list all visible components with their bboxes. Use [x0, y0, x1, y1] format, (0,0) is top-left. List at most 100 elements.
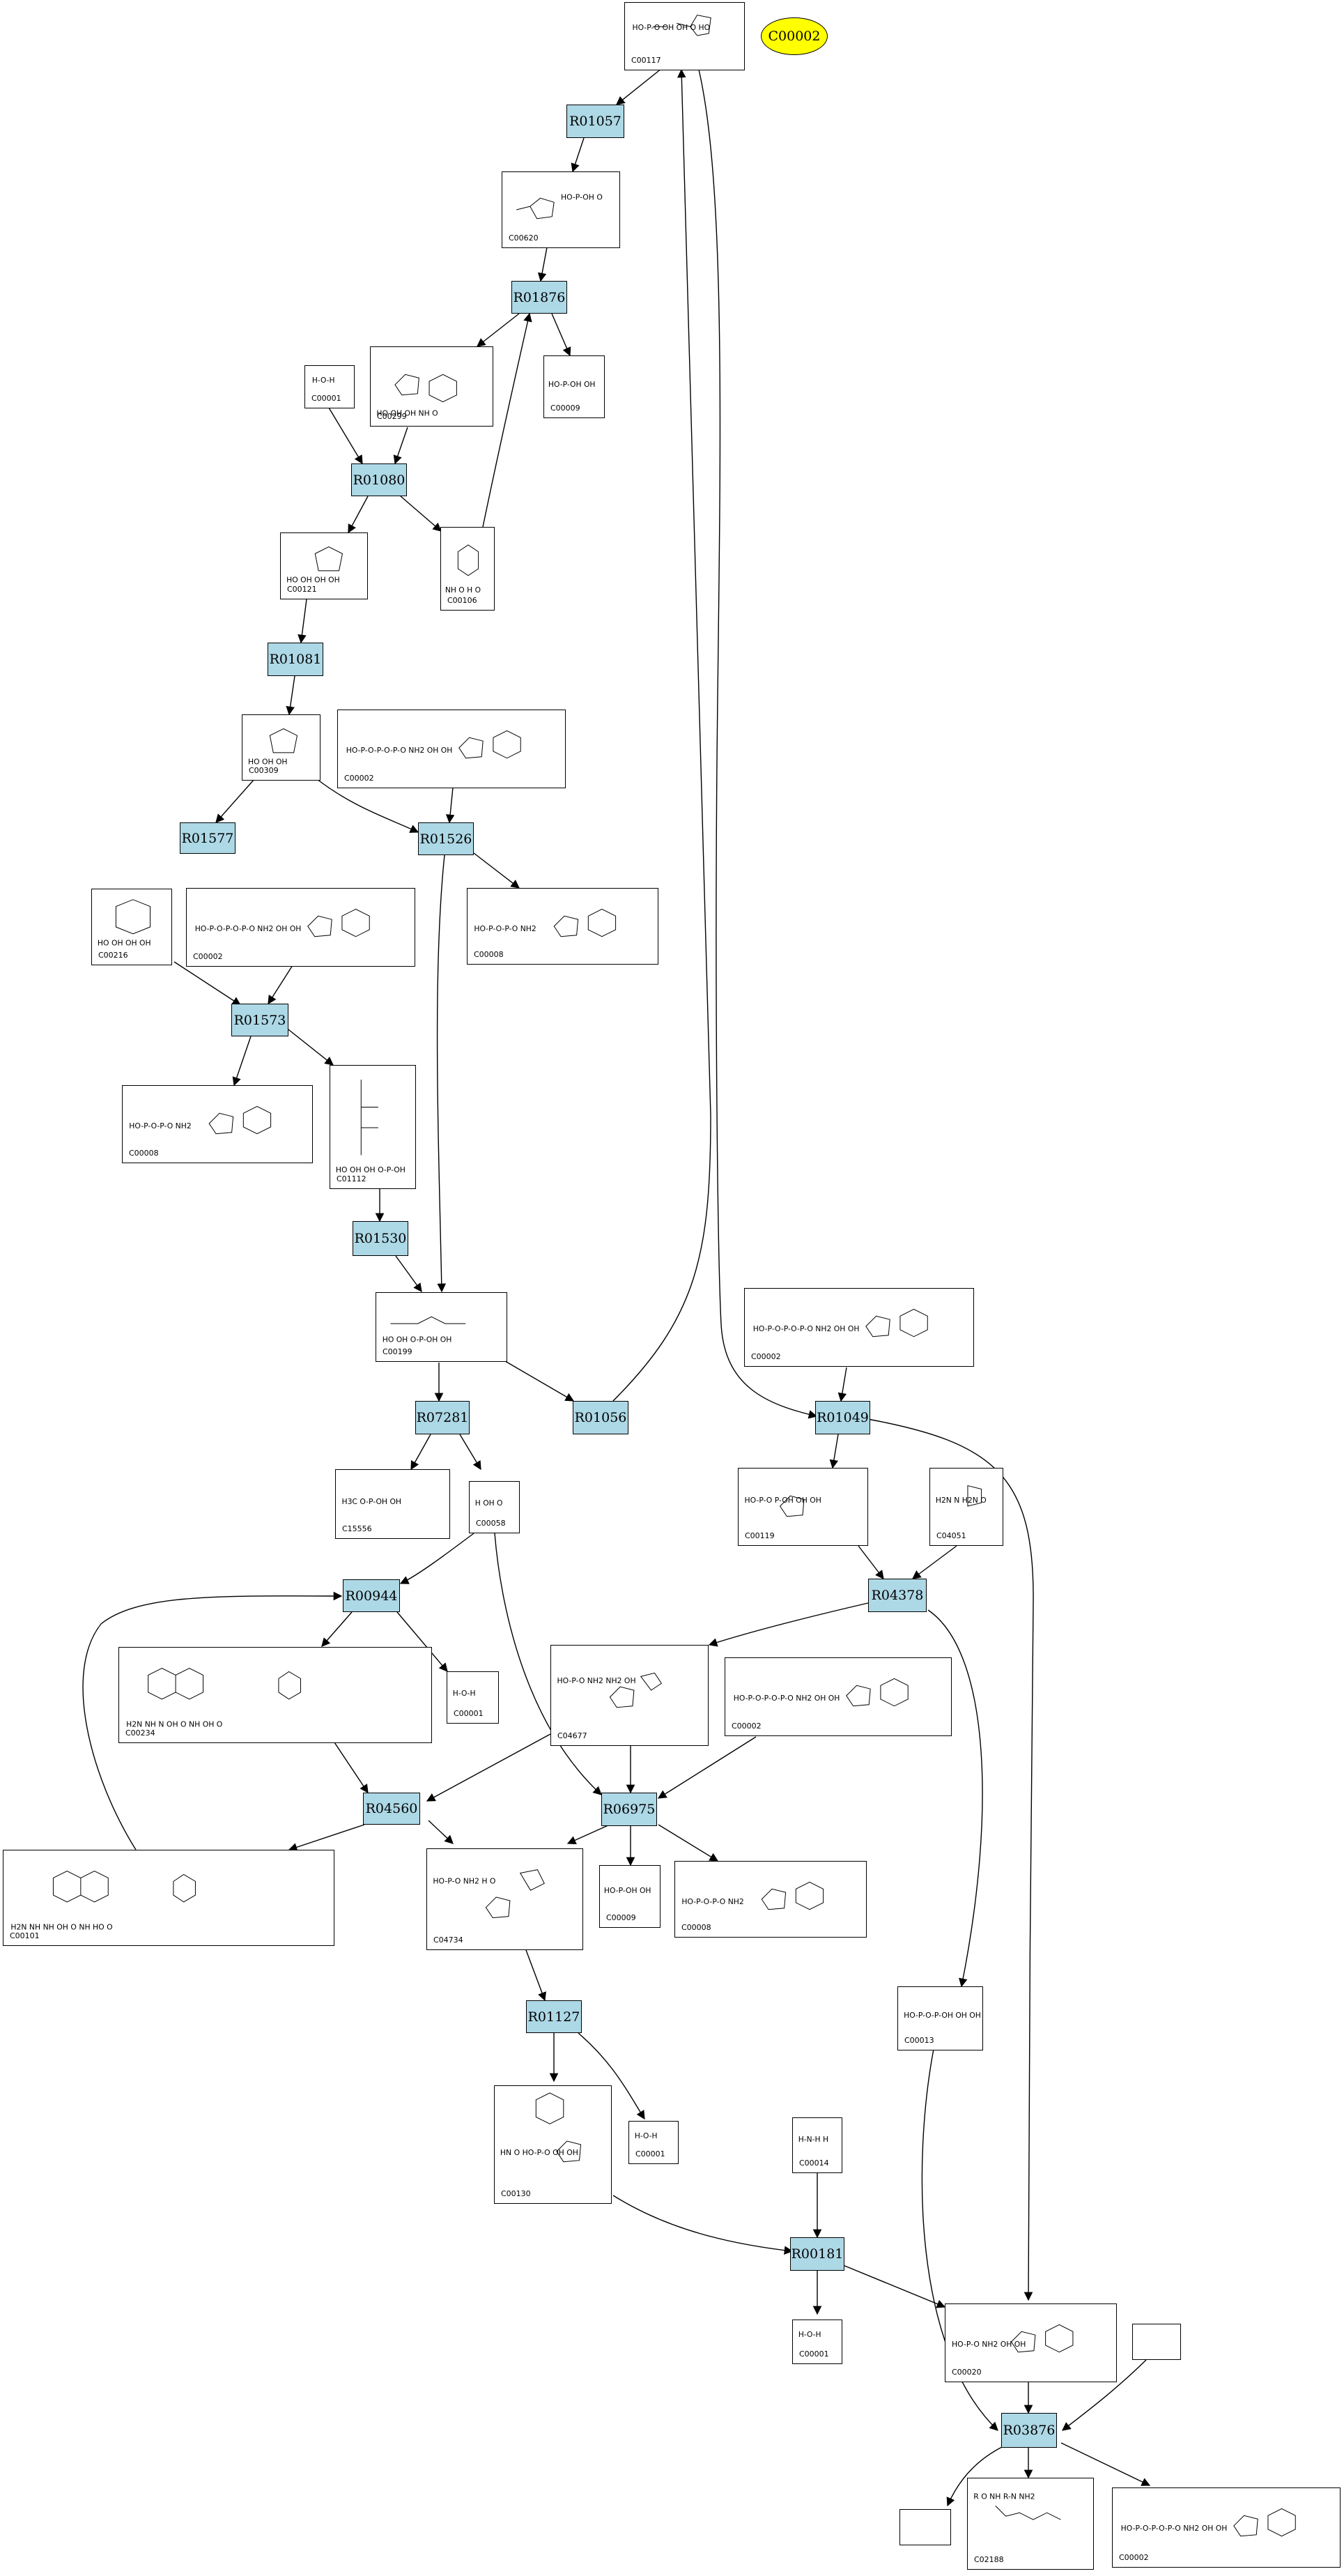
compound-box[interactable]: HO-P-O NH2 NH2 OH C04677	[550, 1645, 709, 1746]
compound-box[interactable]: HO-P-O-P-O NH2 C00008	[122, 1085, 313, 1163]
edge	[399, 1533, 474, 1584]
structure-drawing: R O NH R-N NH2	[973, 2492, 1061, 2520]
edge	[911, 1545, 957, 1579]
reaction-node-r00944[interactable]: R00944	[343, 1579, 400, 1612]
edge	[482, 312, 532, 528]
compound-box[interactable]: HO-P-O-P-O-P-O NH2 OH OH C00002	[337, 710, 566, 788]
reaction-node-r04560[interactable]: R04560	[363, 1793, 420, 1825]
compound-box[interactable]: H-O-H C00001	[304, 365, 355, 408]
compound-box[interactable]: HO OH OH O-P-OH C01112	[330, 1065, 416, 1189]
structure-drawing: HO-P-O-P-O-P-O NH2 OH OH	[195, 908, 370, 937]
compound-box[interactable]: HO-P-O-P-O NH2 C00008	[467, 888, 658, 965]
compound-id: C00008	[681, 1923, 711, 1932]
compound-box[interactable]: HO OH OH OH C00216	[91, 889, 172, 965]
edge	[946, 2446, 1004, 2507]
reaction-node-r01049[interactable]: R01049	[815, 1401, 870, 1434]
compound-box[interactable]: HO-P-OH O C00620	[502, 171, 620, 248]
compound-box[interactable]: HO-P-O NH2 OH OH C00020	[945, 2303, 1117, 2382]
edge	[829, 1434, 839, 1469]
structure-drawing: HO-P-O P-OH OH OH	[745, 1495, 821, 1517]
compound-id: C00130	[501, 2189, 531, 2198]
empty-compound-box[interactable]	[1132, 2324, 1181, 2360]
reaction-node-r03876[interactable]: R03876	[1001, 2413, 1057, 2448]
compound-box[interactable]: HO-P-O-P-O-P-O NH2 OH OH C00002	[186, 888, 415, 967]
structure-drawing: HO OH OH O-P-OH	[336, 1080, 405, 1174]
compound-box[interactable]: HO-P-O-P-O NH2 C00008	[674, 1861, 867, 1938]
compound-box[interactable]: HO-P-O-P-O-P-O NH2 OH OH C00002	[725, 1657, 952, 1736]
compound-id: C00299	[377, 412, 407, 421]
compound-id: C00117	[631, 56, 661, 65]
compound-box[interactable]: H2N N H2N O C04051	[929, 1468, 1003, 1546]
edge	[395, 1255, 422, 1293]
edge	[348, 496, 369, 534]
compound-box[interactable]: HO-P-O-P-O-P-O NH2 OH OH C00002	[1112, 2487, 1341, 2568]
structure-drawing: H-O-H	[312, 376, 335, 385]
edge	[473, 852, 520, 889]
reaction-node-r00181[interactable]: R00181	[790, 2237, 844, 2271]
reaction-node-r01127[interactable]: R01127	[526, 2000, 582, 2033]
reaction-node-r07281[interactable]: R07281	[415, 1401, 470, 1434]
compound-id: C00002	[193, 952, 223, 961]
edge	[445, 787, 455, 824]
reaction-node-r01573[interactable]: R01573	[231, 1004, 288, 1036]
compound-box[interactable]: HO-P-O-P-O-P-O NH2 OH OH C00002	[744, 1288, 974, 1367]
reaction-node-r01530[interactable]: R01530	[353, 1221, 408, 1256]
structure-drawing: HO-P-O-P-OH OH OH	[904, 2011, 981, 2020]
compound-box[interactable]: HO-P-O NH2 H O C04734	[426, 1848, 583, 1950]
edge	[616, 68, 663, 105]
compound-box[interactable]: HO-P-O OH OH O HO C00117	[624, 2, 745, 70]
structure-drawing: HO-P-O OH OH O HO	[633, 15, 711, 36]
reaction-node-r01056[interactable]: R01056	[573, 1401, 628, 1434]
compound-box[interactable]: HO-P-OH OH C00009	[543, 355, 605, 418]
edge	[657, 1736, 757, 1799]
formula-label: H2N NH NH OH O NH HO O	[10, 1922, 112, 1931]
compound-box[interactable]: H2N NH N OH O NH OH O C00234	[118, 1647, 432, 1743]
formula-label: H2N NH N OH O NH OH O	[126, 1719, 222, 1728]
compound-box[interactable]: H2N NH NH OH O NH HO O C00101	[3, 1850, 334, 1946]
reaction-node-r01526[interactable]: R01526	[418, 822, 474, 855]
formula-label: HO-P-OH OH	[548, 380, 596, 389]
reaction-node-r01577[interactable]: R01577	[180, 822, 235, 854]
compound-box[interactable]: HO-P-O P-OH OH OH C00119	[738, 1468, 868, 1546]
compound-box[interactable]: HO OH OH OH C00121	[280, 532, 368, 599]
compound-box[interactable]: HO OH O-P-OH OH C00199	[376, 1292, 507, 1362]
reaction-node-r01080[interactable]: R01080	[351, 463, 407, 496]
structure-drawing: HO-P-O-P-O-P-O NH2 OH OH	[753, 1308, 928, 1337]
compound-id: C00058	[476, 1519, 506, 1528]
formula-label: HO-P-O-P-O-P-O NH2 OH OH	[195, 924, 302, 933]
empty-compound-box[interactable]	[899, 2509, 951, 2545]
compound-box[interactable]: NH O H O C00106	[440, 527, 495, 611]
compound-box[interactable]: H-O-H C00001	[792, 2320, 842, 2364]
structure-drawing: H OH O	[475, 1498, 503, 1508]
compound-box[interactable]: HO OH OH NH O C00299	[370, 346, 493, 427]
edge	[612, 2195, 794, 2255]
structure-drawing: HO OH OH OH	[286, 546, 343, 585]
structure-drawing: H-N-H H	[798, 2135, 828, 2144]
formula-label: HO-P-O-P-O NH2	[129, 1121, 191, 1130]
reaction-node-r04378[interactable]: R04378	[868, 1579, 927, 1612]
reaction-node-r01081[interactable]: R01081	[268, 643, 323, 676]
edge	[316, 779, 419, 833]
compound-box[interactable]: H-N-H H C00014	[792, 2117, 842, 2173]
compound-box[interactable]: HO-P-OH OH C00009	[599, 1865, 661, 1928]
reaction-node-r01057[interactable]: R01057	[566, 105, 624, 138]
edge	[1060, 2442, 1151, 2486]
formula-label: HO-P-O-P-O-P-O NH2 OH OH	[1121, 2524, 1228, 2533]
compound-box[interactable]: H-O-H C00001	[447, 1671, 499, 1724]
compound-box[interactable]: H-O-H C00001	[628, 2121, 679, 2164]
edge	[837, 1367, 847, 1402]
reaction-node-r01876[interactable]: R01876	[511, 281, 567, 314]
edge	[82, 1591, 343, 1850]
highlight-compound-oval[interactable]: C00002	[761, 17, 828, 55]
compound-box[interactable]: R O NH R-N NH2 C02188	[967, 2478, 1094, 2570]
compound-id: C00014	[799, 2159, 829, 2168]
compound-box[interactable]: HO-P-O-P-OH OH OH C00013	[897, 1986, 983, 2050]
reaction-node-r06975[interactable]: R06975	[601, 1793, 657, 1826]
compound-box[interactable]: HO OH OH C00309	[242, 714, 320, 781]
compound-id: C04734	[433, 1935, 463, 1945]
compound-box[interactable]: H3C O-P-OH OH C15556	[335, 1469, 450, 1539]
compound-box[interactable]: H OH O C00058	[469, 1481, 520, 1533]
compound-box[interactable]: HN O HO-P-O OH OH C00130	[494, 2085, 612, 2204]
edge	[286, 675, 295, 716]
